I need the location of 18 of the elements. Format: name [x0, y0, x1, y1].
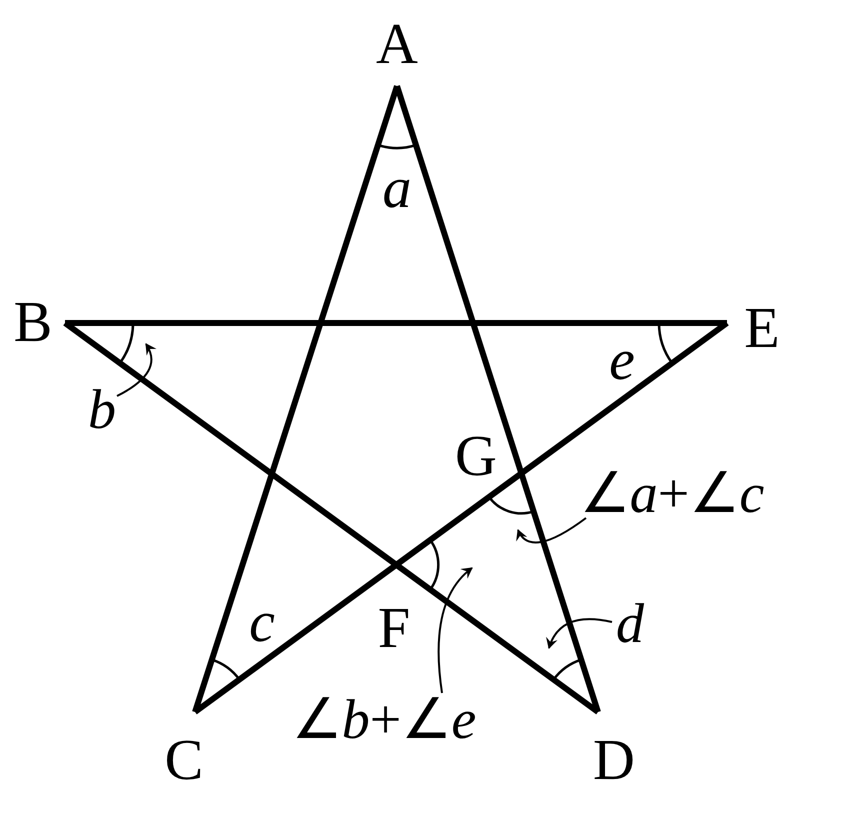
point-label: C: [164, 731, 204, 789]
leader-arrow: [517, 517, 587, 544]
angle-label: b: [88, 382, 116, 438]
angle-label: ∠b+∠e: [292, 692, 476, 748]
point-label: E: [744, 299, 780, 357]
leader-arrow: [116, 343, 156, 397]
point-label: A: [376, 15, 418, 73]
point-label: G: [455, 427, 497, 485]
angle-label: ∠a+∠c: [580, 466, 764, 522]
angle-label: c: [249, 593, 275, 651]
point-label: D: [593, 731, 635, 789]
angle-label: e: [609, 331, 635, 389]
point-label: B: [14, 293, 52, 351]
angle-label: a: [382, 159, 412, 217]
angle-label: d: [616, 596, 644, 652]
leader-arrow: [546, 618, 612, 649]
leader-arrow: [438, 567, 473, 694]
point-label: F: [378, 599, 410, 657]
